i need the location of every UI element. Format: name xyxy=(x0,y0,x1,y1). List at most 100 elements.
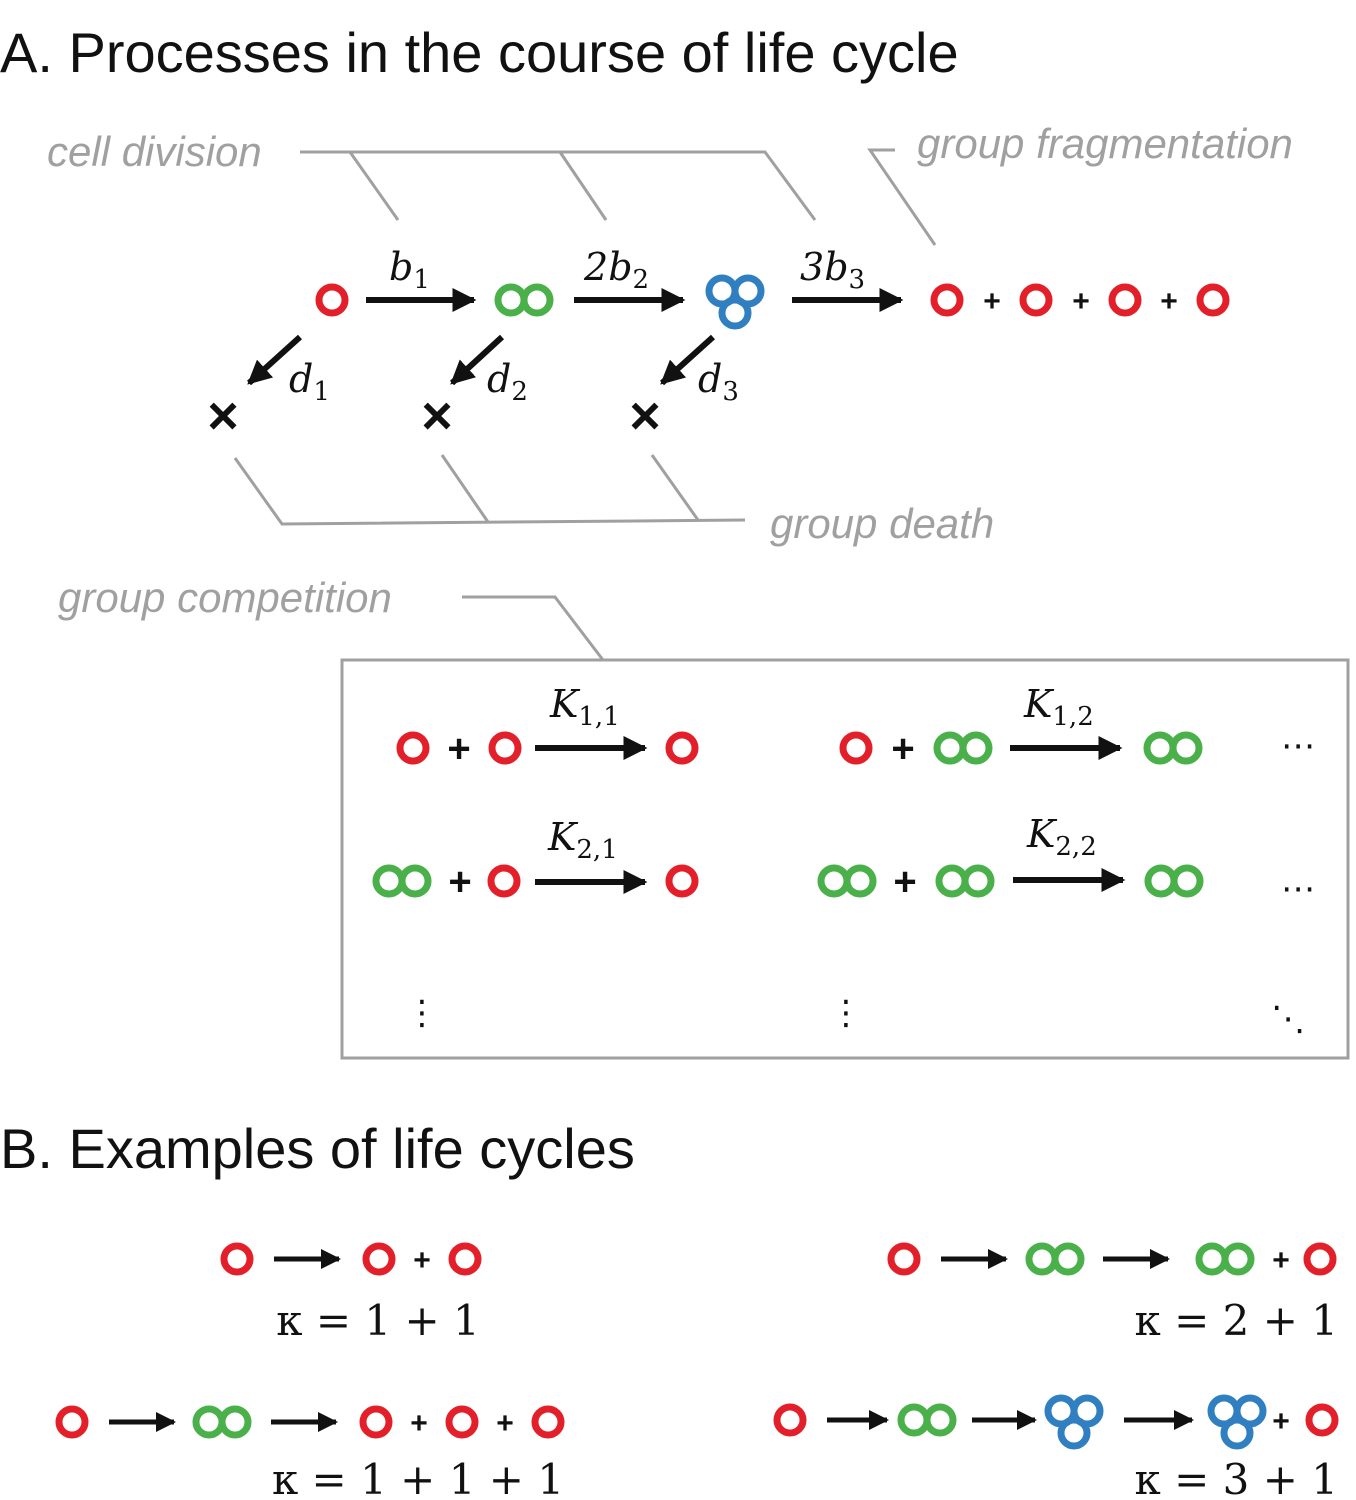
rate-k11: K1,1 xyxy=(549,682,620,732)
plus-sign: + xyxy=(893,860,916,904)
cell-division-leader xyxy=(300,150,817,221)
group-death-label: group death xyxy=(770,500,994,547)
cell-ring xyxy=(445,1405,479,1439)
plus-sign: + xyxy=(448,860,471,904)
kappa-label: κ = 1 + 1 + 1 xyxy=(272,1455,564,1500)
example-1plus1: + κ = 1 + 1 xyxy=(220,1242,482,1345)
cell-ring xyxy=(192,1405,226,1439)
cell-group-size-1 xyxy=(887,1242,921,1276)
cell-ring xyxy=(1170,864,1204,898)
cell-group-size-1 xyxy=(1196,283,1230,317)
death-arrow-1 xyxy=(246,334,303,386)
cell-group-size-1 xyxy=(362,1242,396,1276)
competition-row-2: + K2,1 + K2,2 ⋯ xyxy=(372,812,1315,909)
plus-sign: + xyxy=(1272,1405,1290,1438)
plus-sign: + xyxy=(447,727,470,771)
cell-ring xyxy=(1108,283,1142,317)
cell-group-size-1 xyxy=(665,864,699,898)
plus-sign: + xyxy=(891,727,914,771)
cell-ring xyxy=(923,1403,957,1437)
cell-ring xyxy=(362,1242,396,1276)
cell-group-size-1 xyxy=(1305,1403,1339,1437)
cell-ring xyxy=(1019,283,1053,317)
cell-ring xyxy=(1196,283,1230,317)
cell-group-size-2 xyxy=(933,731,993,765)
cell-ring xyxy=(531,1405,565,1439)
cell-group-size-1 xyxy=(220,1242,254,1276)
ellipsis-vertical: ⋮ xyxy=(829,993,863,1033)
cell-ring xyxy=(1195,1242,1229,1276)
death-mark: × xyxy=(629,386,661,446)
cell-group-size-2 xyxy=(897,1403,957,1437)
cell-group-size-2 xyxy=(192,1405,252,1439)
cell-group-size-2 xyxy=(817,864,877,898)
cell-ring xyxy=(1221,1242,1255,1276)
cell-ring xyxy=(1057,1416,1091,1450)
cell-ring xyxy=(1025,1242,1059,1276)
cell-group-size-2 xyxy=(1195,1242,1255,1276)
cell-ring xyxy=(55,1405,89,1439)
competition-row-more: ⋮ ⋮ ⋱ xyxy=(405,993,1305,1039)
panel-a-title: A. Processes in the course of life cycle xyxy=(0,21,959,84)
cell-group-size-3 xyxy=(1207,1394,1267,1450)
death-mark: × xyxy=(421,386,453,446)
competition-row-1: + K1,1 + K1,2 ⋯ xyxy=(396,682,1315,771)
kappa-label: κ = 3 + 1 xyxy=(1135,1455,1338,1500)
group-fragmentation-label: group fragmentation xyxy=(917,120,1293,167)
ellipsis-horizontal: ⋯ xyxy=(1281,726,1315,766)
cell-group-size-2 xyxy=(1143,731,1203,765)
cell-division-label: cell division xyxy=(47,128,262,175)
cell-ring xyxy=(398,864,432,898)
rate-d2: d2 xyxy=(487,357,528,407)
cell-ring xyxy=(1305,1403,1339,1437)
cell-ring xyxy=(1143,731,1177,765)
cell-ring xyxy=(520,283,554,317)
rate-2b2: 2b2 xyxy=(583,245,649,295)
rate-k12: K1,2 xyxy=(1023,682,1094,732)
rate-d1: d1 xyxy=(289,357,330,407)
ellipsis-horizontal: ⋯ xyxy=(1281,869,1315,909)
leader-lines xyxy=(233,148,937,661)
cell-ring xyxy=(1169,731,1203,765)
cell-ring xyxy=(817,864,851,898)
ellipsis-diagonal: ⋱ xyxy=(1271,999,1305,1039)
cell-group-size-1 xyxy=(839,731,873,765)
rate-k21: K2,1 xyxy=(547,815,618,865)
cell-group-size-1 xyxy=(445,1405,479,1439)
group-fragmentation-leader xyxy=(867,148,937,246)
cell-ring xyxy=(1303,1242,1337,1276)
cell-ring xyxy=(488,731,522,765)
cell-ring xyxy=(773,1403,807,1437)
panel-b-title: B. Examples of life cycles xyxy=(0,1117,635,1180)
cell-ring xyxy=(718,296,752,330)
cell-ring xyxy=(839,731,873,765)
death-mark: × xyxy=(207,386,239,446)
cell-group-size-1 xyxy=(55,1405,89,1439)
cell-group-size-1 xyxy=(488,731,522,765)
ellipsis-vertical: ⋮ xyxy=(405,993,439,1033)
death-arrow-2 xyxy=(449,334,505,386)
cell-ring xyxy=(1144,864,1178,898)
cell-ring xyxy=(1220,1416,1254,1450)
cell-ring xyxy=(933,731,967,765)
cell-group-size-3 xyxy=(705,274,765,330)
cell-ring xyxy=(665,731,699,765)
plus-sign: + xyxy=(1272,1244,1290,1277)
plus-sign: + xyxy=(496,1407,514,1440)
competition-box xyxy=(340,658,1350,1060)
cell-group-size-1 xyxy=(930,283,964,317)
cell-group-size-1 xyxy=(487,864,521,898)
cell-group-size-1 xyxy=(531,1405,565,1439)
group-death-leader xyxy=(233,457,746,526)
cell-ring xyxy=(396,731,430,765)
cell-group-size-1 xyxy=(773,1403,807,1437)
example-2plus1: + κ = 2 + 1 xyxy=(887,1242,1338,1345)
example-3plus1: + κ = 3 + 1 xyxy=(773,1394,1339,1500)
cell-ring xyxy=(359,1405,393,1439)
cell-ring xyxy=(218,1405,252,1439)
cell-ring xyxy=(897,1403,931,1437)
cell-ring xyxy=(448,1242,482,1276)
plus-sign: + xyxy=(410,1407,428,1440)
cell-group-size-1 xyxy=(1108,283,1142,317)
group-competition-leader xyxy=(462,595,605,661)
